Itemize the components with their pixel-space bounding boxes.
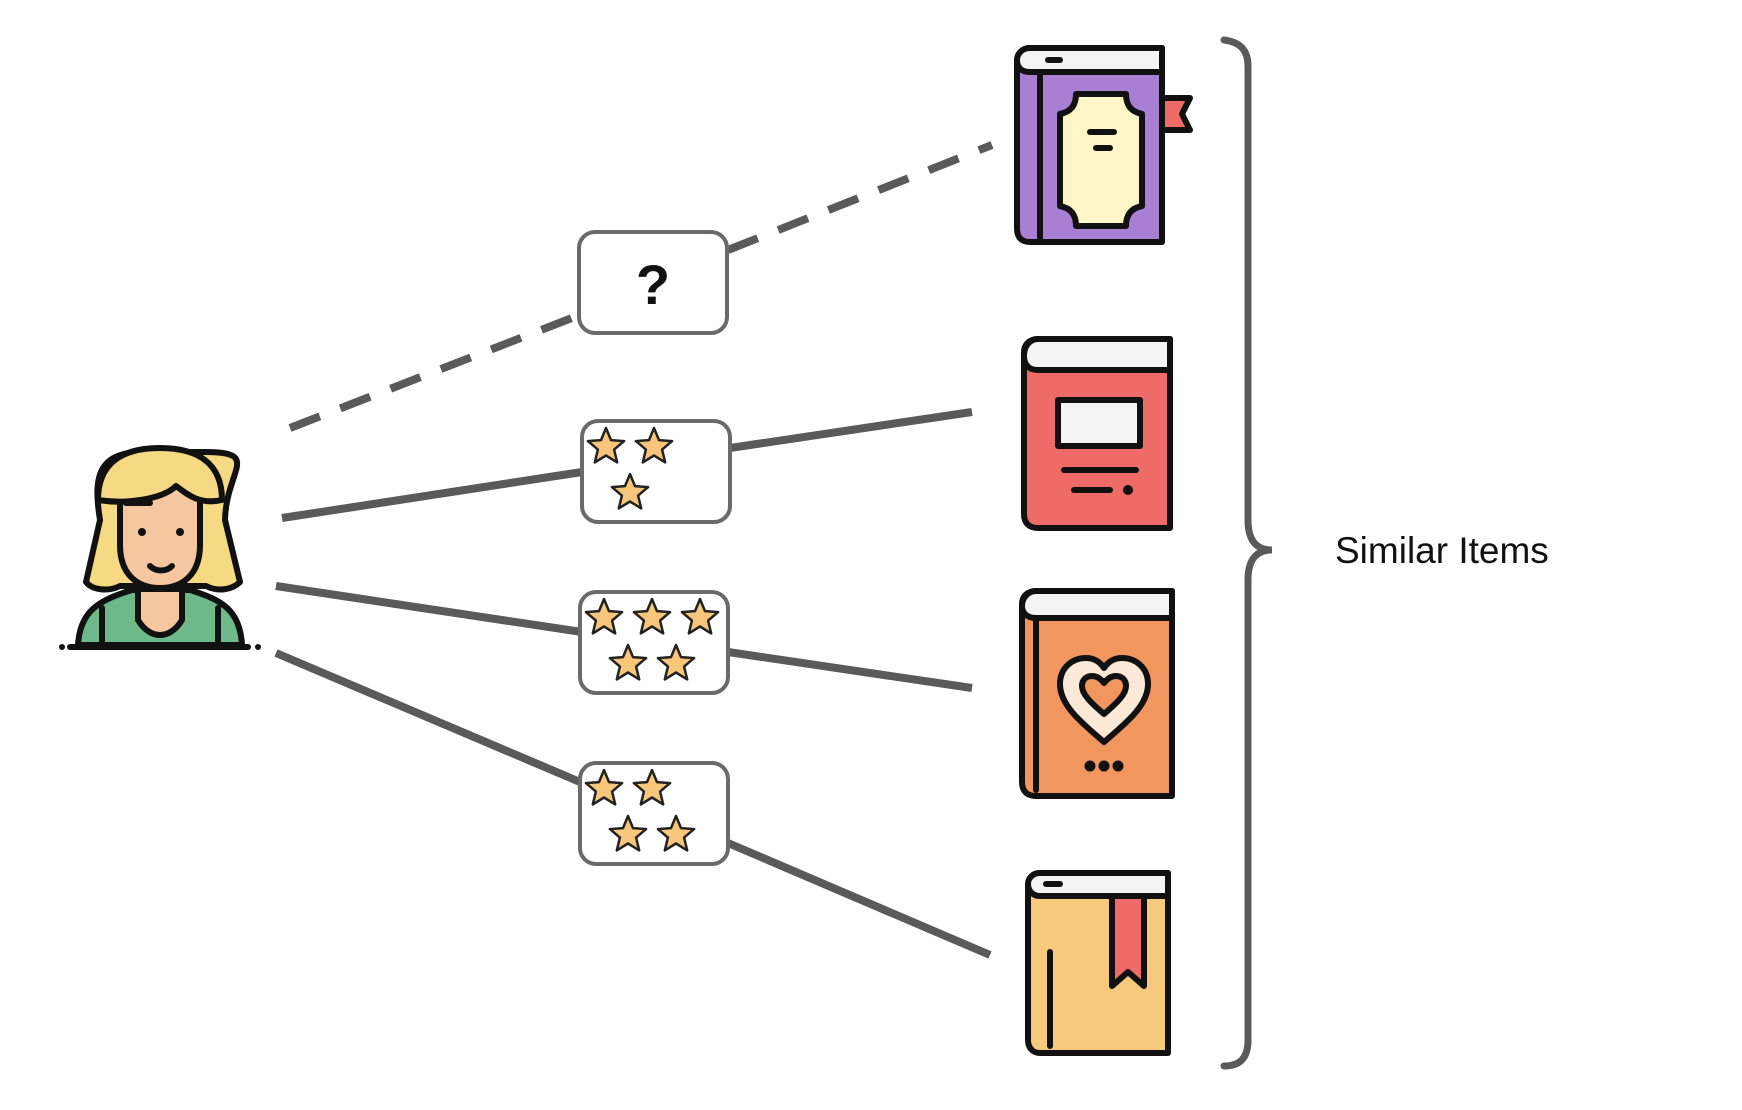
star-icon — [584, 768, 624, 806]
star-icon — [608, 814, 648, 852]
rating-box-5-stars — [578, 590, 730, 695]
star-icon — [656, 643, 696, 681]
similar-items-label: Similar Items — [1335, 530, 1549, 571]
connection-lines — [274, 141, 994, 959]
star-group-5 — [584, 597, 720, 681]
edge-rating-5-to-orange-book — [727, 648, 973, 692]
rating-box-unknown: ? — [577, 230, 729, 335]
star-icon — [586, 426, 626, 464]
red-book-icon — [1021, 336, 1173, 531]
star-icon — [634, 426, 674, 464]
star-icon — [610, 472, 650, 510]
star-icon — [632, 768, 672, 806]
edge-user-to-unknown — [288, 310, 584, 432]
purple-book-icon — [1014, 45, 1193, 245]
star-icon — [656, 814, 696, 852]
rating-box-3-stars — [580, 419, 732, 524]
user-avatar-icon — [59, 445, 261, 650]
star-icon — [584, 597, 624, 635]
edge-rating-4-to-yellow-book — [726, 839, 992, 959]
star-group-3 — [586, 426, 674, 510]
similar-items-brace — [1220, 36, 1273, 1070]
edge-user-to-rating-3 — [281, 468, 583, 522]
star-icon — [632, 597, 672, 635]
star-icon — [680, 597, 720, 635]
unknown-rating-label: ? — [636, 253, 670, 316]
orange-heart-book-icon — [1019, 588, 1175, 799]
edge-unknown-to-purple-book — [726, 141, 994, 254]
edge-user-to-rating-5 — [275, 582, 583, 636]
star-icon — [608, 643, 648, 681]
edge-rating-3-to-red-book — [729, 408, 973, 452]
yellow-bookmark-book-icon — [1025, 870, 1171, 1056]
edge-user-to-rating-4 — [274, 649, 582, 786]
rating-box-4-stars — [578, 761, 730, 866]
star-group-4 — [584, 768, 696, 852]
